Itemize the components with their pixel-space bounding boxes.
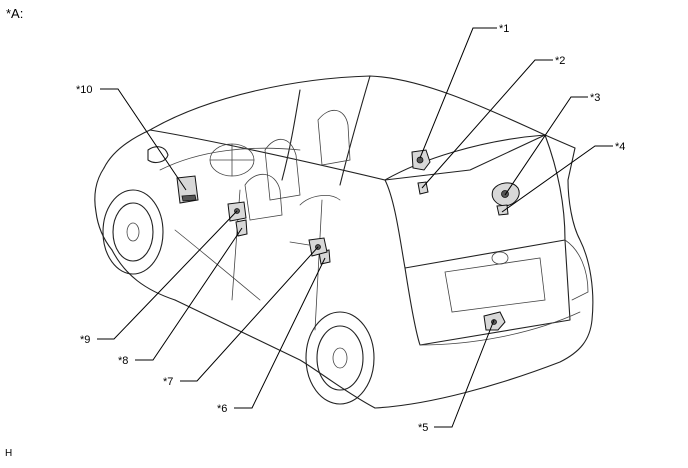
part-1 xyxy=(411,149,431,171)
callout-7: *7 xyxy=(163,376,173,388)
callout-4: *4 xyxy=(615,141,625,153)
leader-line-10 xyxy=(100,88,187,191)
callout-3: *3 xyxy=(590,92,600,104)
part-7 xyxy=(289,237,328,257)
footer-mark: H xyxy=(5,448,13,459)
leader-line-5 xyxy=(434,319,495,428)
leader-line-2 xyxy=(421,59,553,189)
leader-line-6 xyxy=(234,257,326,409)
leader-lines xyxy=(97,27,613,428)
leader-line-4 xyxy=(501,145,613,213)
part-2 xyxy=(417,181,429,195)
part-4 xyxy=(496,204,509,216)
callout-1: *1 xyxy=(499,23,509,35)
rear-wheel xyxy=(305,311,375,405)
callout-5: *5 xyxy=(418,422,428,434)
callout-10: *10 xyxy=(76,84,93,96)
view-label: *A: xyxy=(6,6,24,21)
callout-8: *8 xyxy=(118,355,128,367)
leader-line-7 xyxy=(180,246,319,382)
leader-line-8 xyxy=(135,227,243,361)
callout-6: *6 xyxy=(217,403,227,415)
leader-line-3 xyxy=(504,96,588,196)
part-5 xyxy=(483,311,506,331)
front-wheel xyxy=(102,189,164,275)
callout-2: *2 xyxy=(555,55,565,67)
vehicle-interior xyxy=(159,110,351,221)
callout-9: *9 xyxy=(80,334,90,346)
leader-line-1 xyxy=(419,27,497,159)
part-10 xyxy=(176,175,199,204)
leader-line-9 xyxy=(97,210,238,340)
vehicle-outline xyxy=(94,75,594,409)
callout-labels: *1 *2 *3 *4 *5 *6 *7 *8 *9 *10 xyxy=(76,23,625,434)
